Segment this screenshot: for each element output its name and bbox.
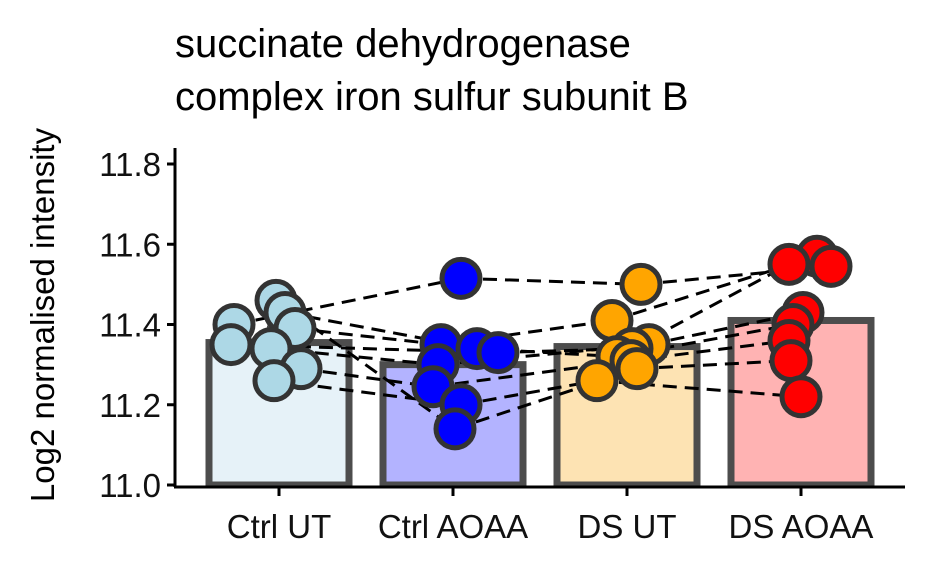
y-tick-label: 11.6 [99,226,161,263]
data-point [476,331,520,375]
data-point [619,262,663,306]
x-tick-label: DS UT [578,508,677,545]
pair-link [233,276,462,326]
y-ticks: 11.0 11.2 11.4 11.6 11.8 [99,146,175,504]
data-points [209,234,853,451]
data-point [575,359,619,403]
x-tick-label: Ctrl UT [227,508,331,545]
x-tick-label: Ctrl AOAA [378,508,528,545]
data-point [209,323,253,367]
data-point [439,256,483,300]
data-point [252,359,296,403]
axes [173,148,905,489]
pair-link [648,310,804,347]
y-tick-label: 11.2 [99,387,161,424]
pair-link [300,367,434,389]
chart-title: succinate dehydrogenase complex iron sul… [175,22,689,119]
pair-link [636,359,792,371]
data-point [809,244,853,288]
y-tick-label: 11.0 [99,467,161,504]
data-point [767,242,811,286]
data-point [615,347,659,391]
pair-link [460,276,642,286]
y-tick-label: 11.8 [99,146,161,183]
data-point [779,375,823,419]
x-ticks: Ctrl UT Ctrl AOAA DS UT DS AOAA [227,487,874,545]
y-tick-label: 11.4 [99,307,161,344]
pair-link [460,379,598,407]
y-axis-label: Log2 normalised intensity [24,127,61,502]
chart-title-line-1: succinate dehydrogenase [175,22,631,66]
data-point [769,339,813,383]
chart-title-line-2: complex iron sulfur subunit B [175,75,689,119]
x-tick-label: DS AOAA [729,508,874,545]
data-point [433,407,477,451]
pair-link [275,299,456,431]
